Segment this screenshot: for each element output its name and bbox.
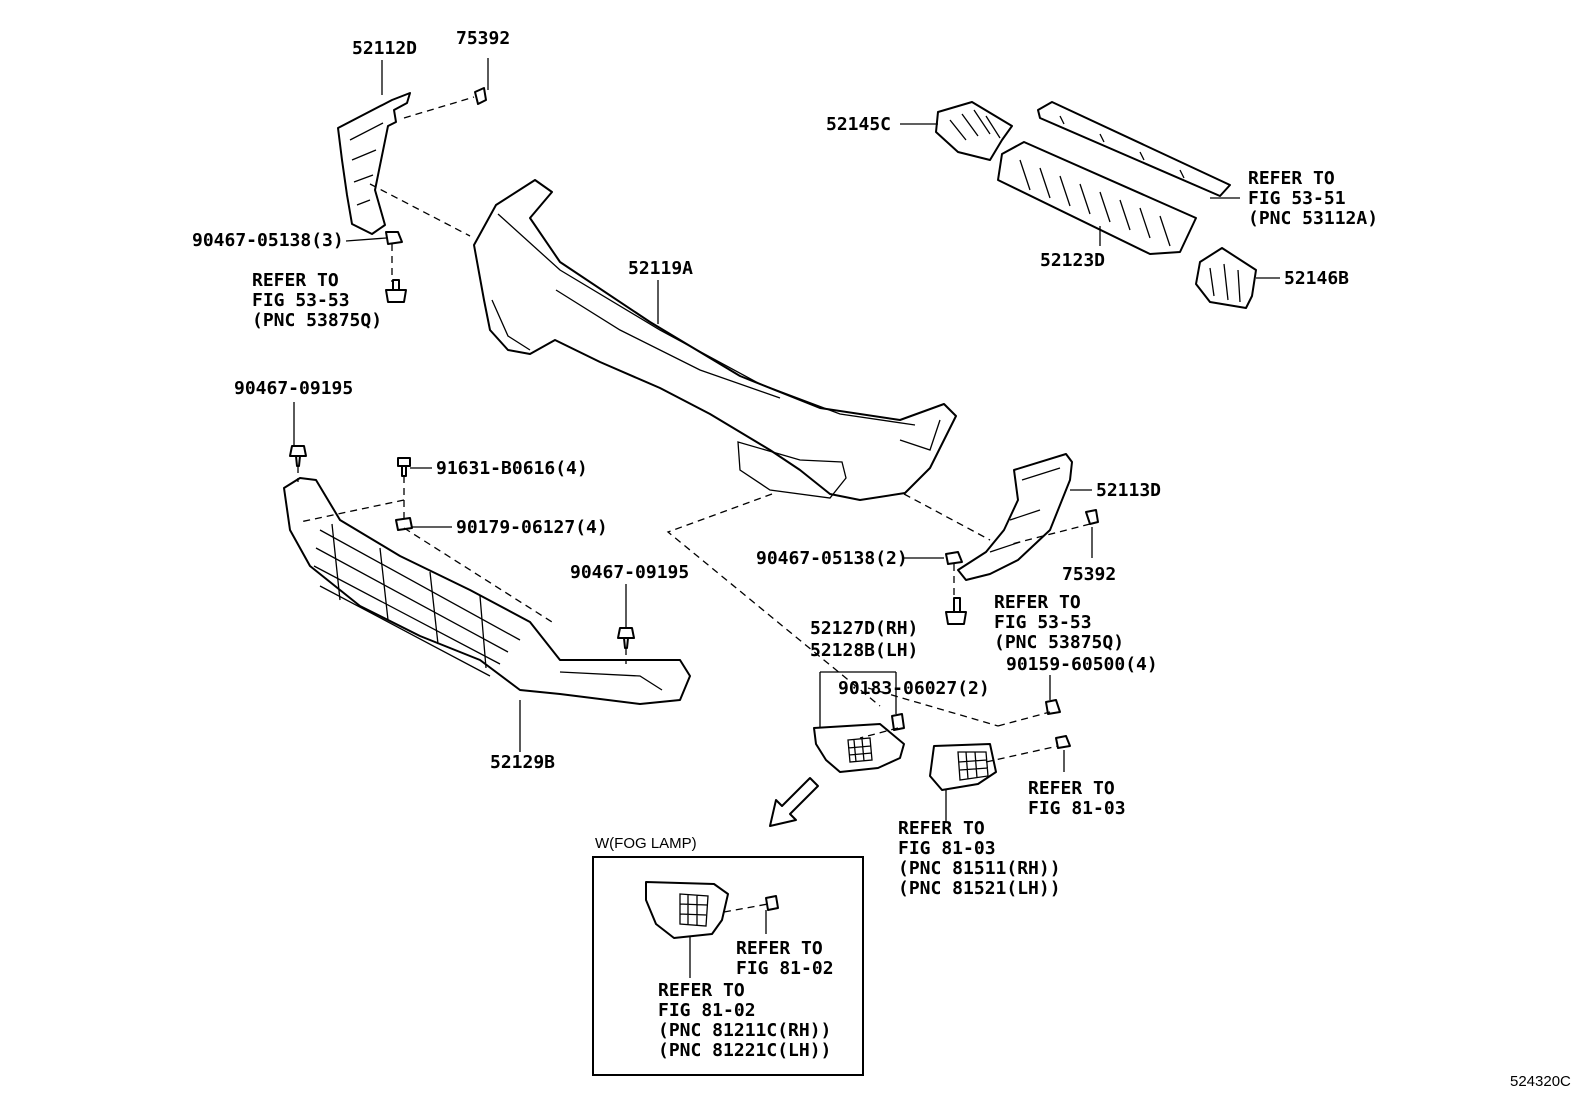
screw-signal-lamp-drawing bbox=[1055, 735, 1071, 749]
label-refer-53-53-right-2: FIG 53-53 bbox=[994, 612, 1092, 633]
nut-90467-05138-2-drawing bbox=[945, 551, 963, 565]
lamp-cover-52127D-drawing bbox=[813, 723, 905, 773]
screw-90159-60500-drawing bbox=[1045, 699, 1061, 715]
inset-fog-lamp-drawing bbox=[645, 881, 729, 939]
label-90467-05138-3: 90467-05138(3) bbox=[192, 230, 344, 251]
bumper-cover-52119A-drawing bbox=[473, 179, 957, 501]
part-labels: 52112D 75392 90467-05138(3) REFER TO FIG… bbox=[192, 28, 1571, 1090]
label-52145C: 52145C bbox=[826, 114, 891, 135]
label-refer-81-03-lamp-3: (PNC 81511(RH)) bbox=[898, 858, 1061, 879]
label-90467-09195-right: 90467-09195 bbox=[570, 562, 689, 583]
label-90159-60500-4: 90159-60500(4) bbox=[1006, 654, 1158, 675]
label-refer-81-02-lamp-4: (PNC 81221C(LH)) bbox=[658, 1040, 831, 1061]
label-refer-81-03-right-2: FIG 81-03 bbox=[1028, 798, 1126, 819]
label-75392-right: 75392 bbox=[1062, 564, 1116, 585]
label-52119A: 52119A bbox=[628, 258, 693, 279]
bolt-left-drawing bbox=[385, 279, 407, 303]
label-refer-81-03-right-1: REFER TO bbox=[1028, 778, 1115, 799]
screw-91631-B0616-drawing bbox=[397, 457, 411, 477]
absorber-52123D-drawing bbox=[997, 141, 1197, 255]
label-52123D: 52123D bbox=[1040, 250, 1105, 271]
label-52127D-RH: 52127D(RH) bbox=[810, 618, 918, 639]
clip-75392-top-drawing bbox=[474, 87, 487, 105]
label-52113D: 52113D bbox=[1096, 480, 1161, 501]
clip-90467-09195-right-drawing bbox=[617, 627, 635, 649]
absorber-52145C-drawing bbox=[935, 101, 1013, 161]
nut-90467-05138-3-drawing bbox=[385, 231, 403, 245]
clip-90183-06027-drawing bbox=[891, 713, 905, 731]
label-refer-53-53-left-2: FIG 53-53 bbox=[252, 290, 350, 311]
signal-lamp-drawing bbox=[929, 743, 997, 791]
label-refer-81-03-lamp-2: FIG 81-03 bbox=[898, 838, 996, 859]
inset-title: W(FOG LAMP) bbox=[595, 835, 697, 852]
leader-lines bbox=[293, 58, 1280, 978]
bracket-52113D-drawing bbox=[957, 453, 1073, 581]
clip-75392-right-drawing bbox=[1085, 509, 1099, 525]
absorber-52146B-drawing bbox=[1195, 247, 1257, 309]
label-refer-53-53-right-1: REFER TO bbox=[994, 592, 1081, 613]
rail-top-drawing bbox=[1037, 101, 1231, 197]
label-refer-81-02-screw-2: FIG 81-02 bbox=[736, 958, 834, 979]
label-90179-06127-4: 90179-06127(4) bbox=[456, 517, 608, 538]
label-refer-53-51-1: REFER TO bbox=[1248, 168, 1335, 189]
label-refer-81-02-screw-1: REFER TO bbox=[736, 938, 823, 959]
label-75392-top: 75392 bbox=[456, 28, 510, 49]
label-refer-53-51-3: (PNC 53112A) bbox=[1248, 208, 1378, 229]
label-refer-81-02-lamp-3: (PNC 81211C(RH)) bbox=[658, 1020, 831, 1041]
figure-code: 524320C bbox=[1510, 1073, 1571, 1090]
dashed-alignment-lines bbox=[297, 96, 1091, 913]
label-52146B: 52146B bbox=[1284, 268, 1349, 289]
inset-box bbox=[592, 856, 864, 1076]
label-refer-81-03-lamp-1: REFER TO bbox=[898, 818, 985, 839]
label-refer-53-53-left-1: REFER TO bbox=[252, 270, 339, 291]
label-52128B-LH-text: 52128B(LH) bbox=[810, 640, 918, 661]
bracket-52112D-drawing bbox=[337, 92, 411, 235]
label-90467-05138-2: 90467-05138(2) bbox=[756, 548, 908, 569]
label-refer-81-02-lamp-1: REFER TO bbox=[658, 980, 745, 1001]
label-refer-53-53-left-3: (PNC 53875Q) bbox=[252, 310, 382, 331]
label-91631-B0616-4: 91631-B0616(4) bbox=[436, 458, 588, 479]
nut-90179-06127-drawing bbox=[395, 517, 413, 531]
label-52129B: 52129B bbox=[490, 752, 555, 773]
label-refer-81-03-lamp-4: (PNC 81521(LH)) bbox=[898, 878, 1061, 899]
label-refer-53-51-2: FIG 53-51 bbox=[1248, 188, 1346, 209]
label-52112D: 52112D bbox=[352, 38, 417, 59]
inset-screw-drawing bbox=[765, 895, 779, 911]
label-90183-06027-2: 90183-06027(2) bbox=[838, 678, 990, 699]
label-refer-81-02-lamp-2: FIG 81-02 bbox=[658, 1000, 756, 1021]
clip-90467-09195-left-drawing bbox=[289, 445, 307, 467]
bolt-right-drawing bbox=[945, 597, 967, 625]
lower-grille-52129B-drawing bbox=[283, 477, 691, 705]
label-refer-53-53-right-3: (PNC 53875Q) bbox=[994, 632, 1124, 653]
inset-arrow-drawing bbox=[769, 777, 819, 827]
label-90467-09195-left: 90467-09195 bbox=[234, 378, 353, 399]
